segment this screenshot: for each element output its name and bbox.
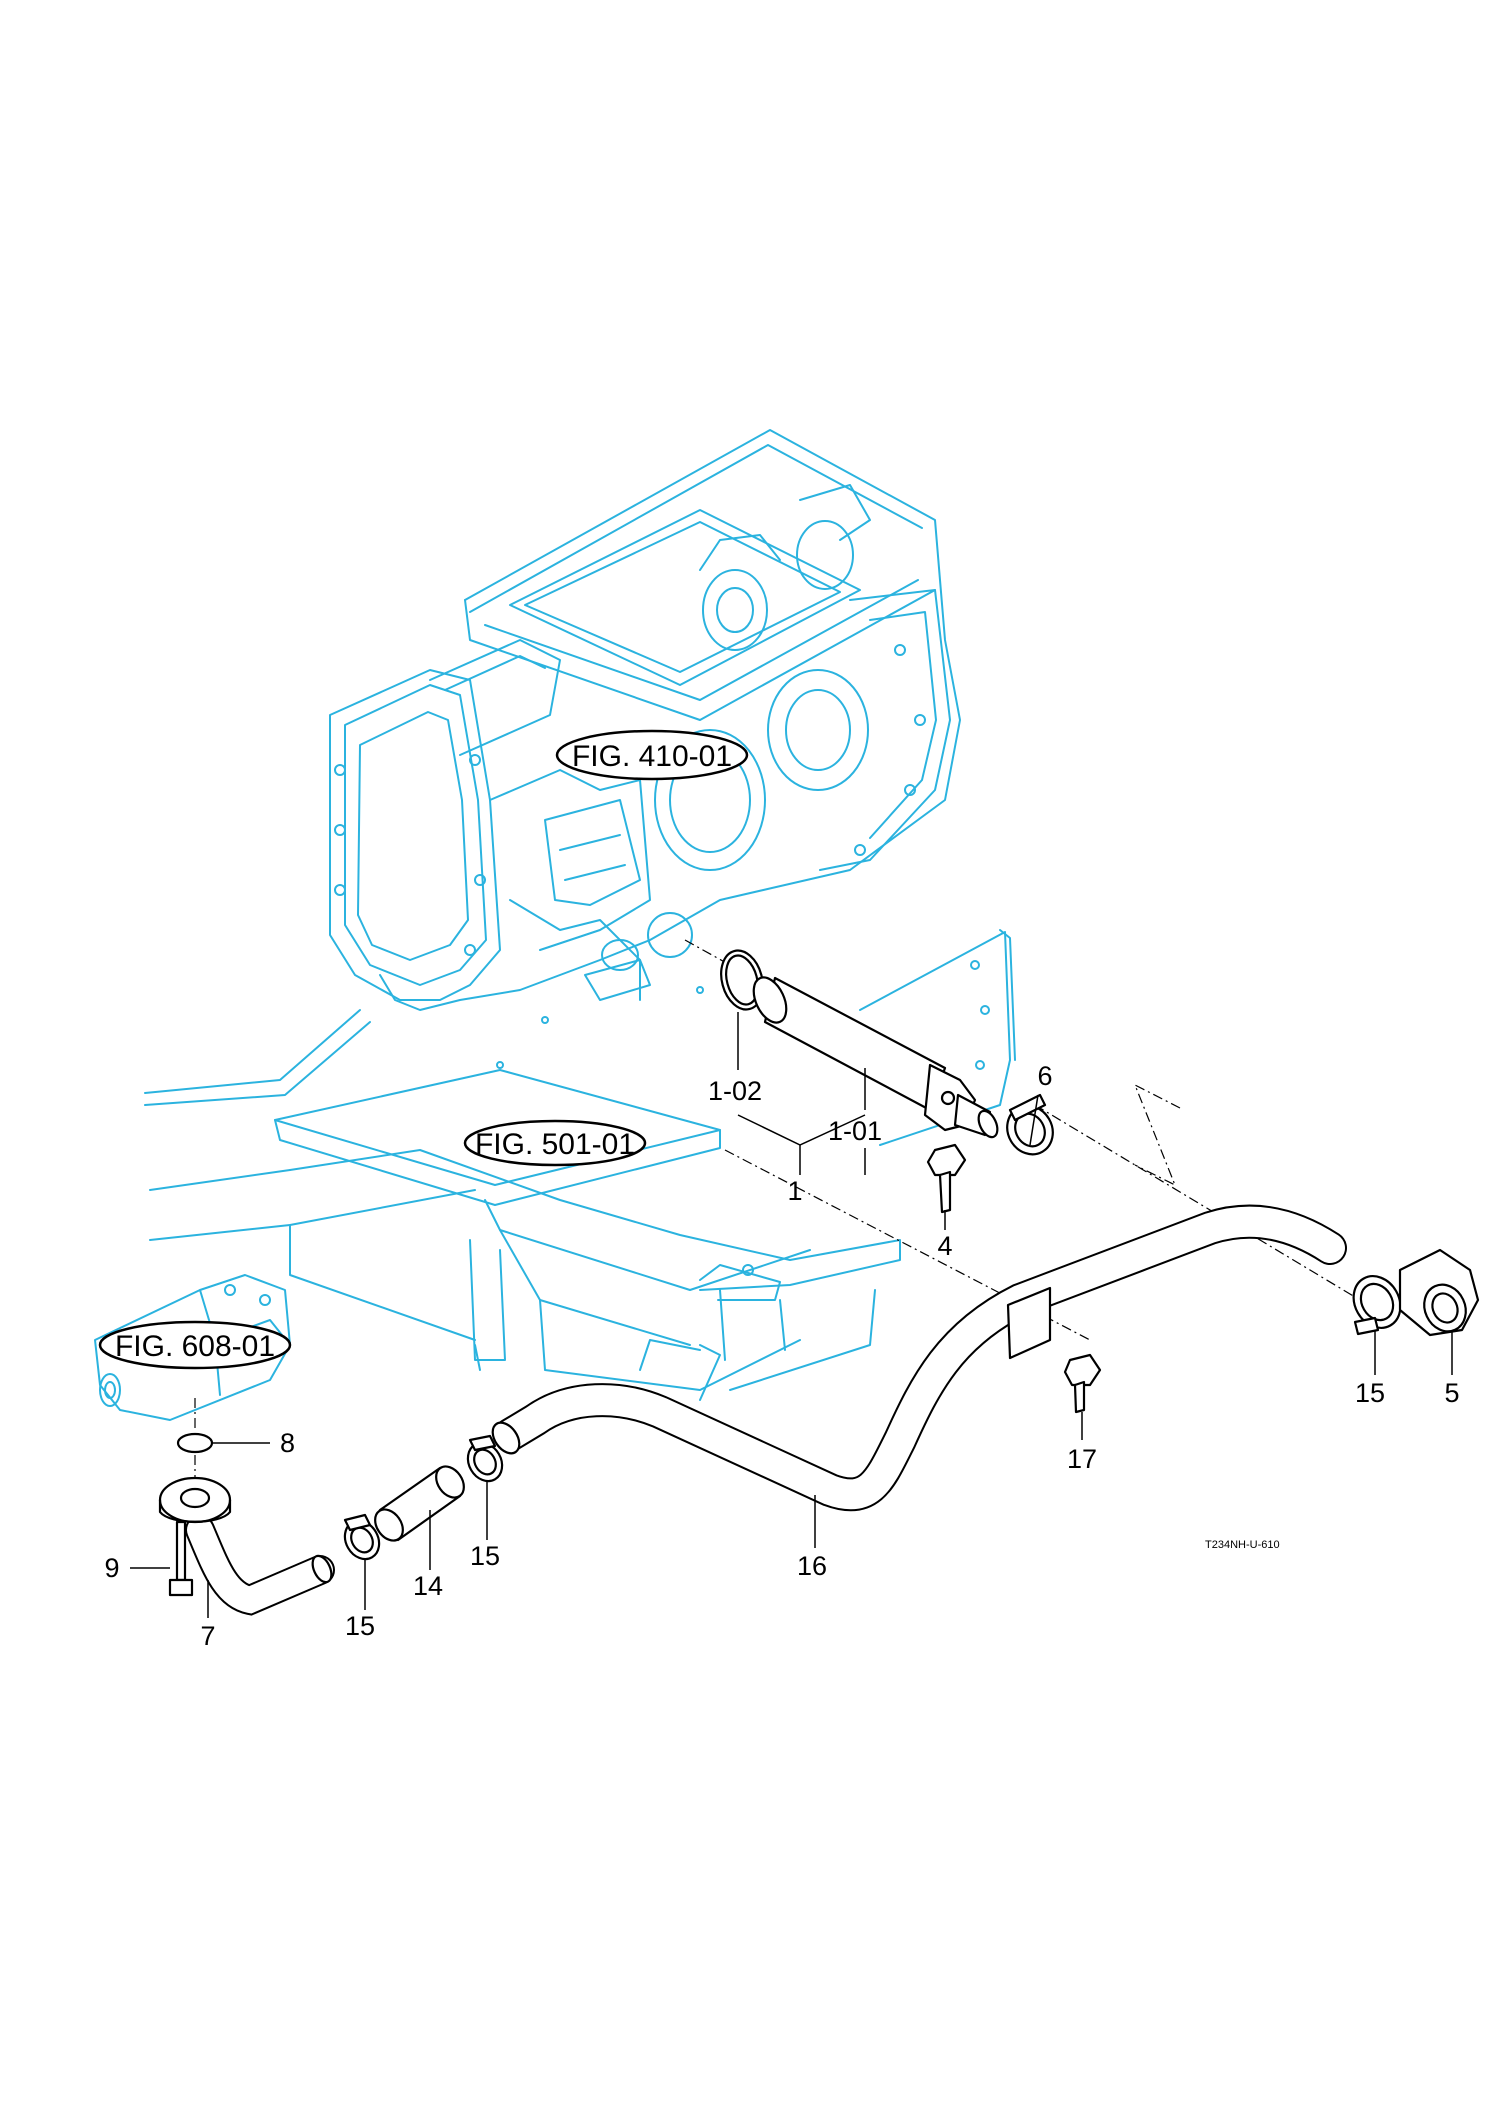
hose-14 [374, 1465, 465, 1542]
callout-1: 1 [787, 1176, 802, 1206]
o-ring-1-02 [720, 949, 764, 1011]
bolt-9 [168, 1520, 194, 1597]
callout-4: 4 [937, 1231, 952, 1261]
suction-pipe-7 [158, 1476, 335, 1616]
leader-lines [130, 1012, 1453, 1618]
reference-transmission-case [329, 429, 961, 1069]
clamp-15-right [1352, 1275, 1402, 1336]
bolt-4 [926, 1143, 967, 1214]
fig-ref-410-label: FIG. 410-01 [572, 740, 732, 773]
clamp-15-left [343, 1513, 381, 1561]
fig-ref-501[interactable]: FIG. 501-01 [463, 1119, 647, 1167]
fig-ref-608[interactable]: FIG. 608-01 [98, 1320, 292, 1370]
callout-17: 17 [1067, 1444, 1097, 1474]
callout-15-middle: 15 [470, 1541, 500, 1571]
callout-15-right: 15 [1355, 1378, 1385, 1408]
clamp-15-middle [466, 1434, 504, 1483]
hydraulic-pipe-16 [491, 1204, 1347, 1512]
bolt-17 [1063, 1353, 1102, 1414]
callout-5: 5 [1444, 1378, 1459, 1408]
callout-14: 14 [413, 1571, 443, 1601]
fig-ref-608-label: FIG. 608-01 [115, 1330, 275, 1363]
callout-15-left: 15 [345, 1611, 375, 1641]
fig-ref-501-label: FIG. 501-01 [475, 1128, 635, 1161]
drawing-code: T234NH-U-610 [1205, 1539, 1280, 1551]
callout-16: 16 [797, 1551, 827, 1581]
callout-labels: 1-02 1-01 1 6 4 15 5 17 8 9 7 15 14 15 1… [104, 1061, 1459, 1651]
callout-1-02: 1-02 [708, 1076, 762, 1106]
callout-9: 9 [104, 1553, 119, 1583]
o-ring-8 [176, 1432, 214, 1454]
clamp-6 [1006, 1093, 1054, 1156]
fig-ref-410[interactable]: FIG. 410-01 [555, 729, 749, 781]
callout-1-01: 1-01 [828, 1116, 882, 1146]
callout-8: 8 [280, 1428, 295, 1458]
callout-7: 7 [200, 1621, 215, 1651]
reference-frame [144, 929, 1016, 1401]
callout-6: 6 [1037, 1061, 1052, 1091]
filter-pipe-1-01 [752, 976, 999, 1139]
elbow-5 [1398, 1248, 1480, 1337]
